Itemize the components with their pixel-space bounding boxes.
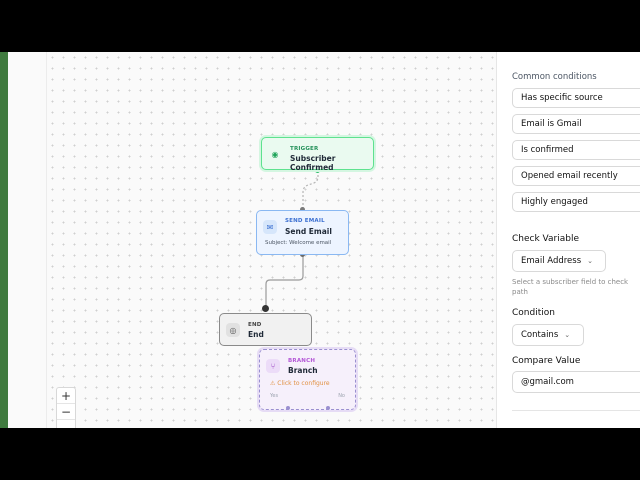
condition-value: Contains — [521, 330, 559, 340]
send-email-node[interactable]: ✉ SEND EMAIL Send Email Subject: Welcome… — [256, 210, 349, 255]
edge-send-to-end — [265, 256, 304, 309]
branch-configure-link[interactable]: ⚠ Click to configure — [270, 380, 330, 387]
compare-value-label: Compare Value — [512, 356, 581, 366]
condition-preset-gmail[interactable]: Email is Gmail — [512, 114, 640, 134]
end-input-handle[interactable] — [262, 305, 269, 312]
zoom-out-button[interactable]: − — [57, 404, 75, 420]
send-email-subject: Subject: Welcome email — [265, 240, 332, 246]
end-kind: END — [248, 322, 262, 328]
trigger-icon: ◉ — [271, 149, 279, 159]
stop-icon: ◎ — [226, 323, 240, 337]
canvas-left-rail — [8, 52, 46, 428]
send-input-handle[interactable] — [300, 207, 305, 212]
branch-yes-handle[interactable] — [286, 406, 290, 410]
branch-kind: BRANCH — [288, 358, 316, 364]
condition-preset-engaged[interactable]: Highly engaged — [512, 192, 640, 212]
branch-yes-label: Yes — [270, 393, 279, 399]
chevron-down-icon: ⌄ — [587, 257, 594, 265]
branch-no-label: No — [338, 393, 345, 399]
common-conditions-title: Common conditions — [512, 72, 597, 82]
trigger-node[interactable]: ◉ TRIGGER Subscriber Confirmed — [261, 137, 374, 172]
app-window: ◉ TRIGGER Subscriber Confirmed ✉ SEND EM… — [0, 52, 640, 428]
zoom-controls: + − — [56, 387, 76, 428]
condition-preset-confirmed[interactable]: Is confirmed — [512, 140, 640, 160]
trigger-output-handle[interactable] — [315, 168, 320, 173]
edge-trigger-to-send — [302, 171, 319, 210]
workflow-canvas[interactable]: ◉ TRIGGER Subscriber Confirmed ✉ SEND EM… — [8, 52, 496, 428]
panel-divider — [512, 410, 640, 411]
trigger-kind: TRIGGER — [290, 146, 319, 152]
branch-icon: ⑂ — [266, 359, 280, 373]
condition-preset-opened[interactable]: Opened email recently — [512, 166, 640, 186]
chevron-down-icon: ⌄ — [564, 331, 571, 339]
warning-icon: ⚠ — [270, 380, 278, 387]
end-title: End — [248, 330, 264, 339]
properties-panel: Common conditions Has specific source Em… — [496, 52, 640, 428]
branch-configure-text: Click to configure — [277, 380, 330, 387]
branch-title: Branch — [288, 366, 318, 375]
check-variable-value: Email Address — [521, 256, 582, 266]
canvas-edges — [265, 171, 319, 309]
end-node[interactable]: ◎ END End — [219, 313, 312, 346]
send-email-title: Send Email — [285, 227, 332, 236]
condition-select[interactable]: Contains ⌄ — [512, 324, 584, 346]
branch-no-handle[interactable] — [326, 406, 330, 410]
check-variable-select[interactable]: Email Address ⌄ — [512, 250, 606, 272]
condition-preset-source[interactable]: Has specific source — [512, 88, 640, 108]
branch-node[interactable]: ⑂ BRANCH Branch ⚠ Click to configure Yes… — [259, 349, 356, 410]
left-edge-strip — [0, 52, 8, 428]
check-variable-label: Check Variable — [512, 234, 579, 244]
check-variable-help: Select a subscriber field to check path — [512, 278, 629, 296]
compare-value-input[interactable]: @gmail.com — [512, 371, 640, 393]
envelope-icon: ✉ — [263, 220, 277, 234]
send-email-kind: SEND EMAIL — [285, 218, 325, 224]
zoom-in-button[interactable]: + — [57, 388, 75, 404]
condition-label: Condition — [512, 308, 555, 318]
trigger-title: Subscriber Confirmed — [290, 154, 336, 172]
